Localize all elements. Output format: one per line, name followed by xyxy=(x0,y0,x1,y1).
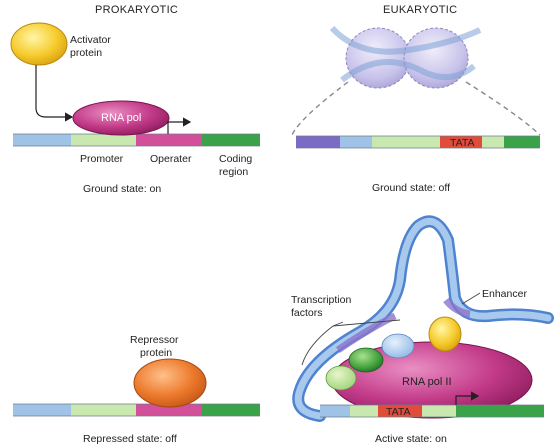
eukaryotic-dna-bottom xyxy=(320,404,544,418)
eukaryotic-dna-top xyxy=(296,135,540,149)
active-transcription-arrow xyxy=(455,391,480,405)
tf-label-line2: factors xyxy=(291,307,323,319)
enhancer-activator xyxy=(428,316,462,352)
rna-pol xyxy=(72,100,170,136)
tf-callout-line-lower xyxy=(301,321,344,366)
transcription-factor-blobs xyxy=(325,333,415,391)
prokaryotic-title: PROKARYOTIC xyxy=(95,4,178,16)
operator-label: Operater xyxy=(150,153,192,165)
repressor-label-line2: protein xyxy=(140,347,172,359)
rna-pol-ii-label: RNA pol II xyxy=(402,376,452,388)
active-state-caption: Active state: on xyxy=(375,433,447,445)
transcription-start-arrow xyxy=(167,117,192,134)
activator-label-line2: protein xyxy=(70,47,102,59)
coding-label-line2: region xyxy=(219,166,248,178)
prokaryotic-dna-bottom xyxy=(13,403,260,417)
activator-label-line1: Activator xyxy=(70,34,111,46)
prokaryotic-ground-state-caption: Ground state: on xyxy=(83,183,161,195)
activator-arrow xyxy=(35,65,74,122)
enhancer-label: Enhancer xyxy=(482,288,527,300)
unwind-line-right xyxy=(465,81,541,136)
tf-label-line1: Transcription xyxy=(291,294,351,306)
repressor-label-line1: Repressor xyxy=(130,334,179,346)
tf-callout-line-upper xyxy=(332,319,401,327)
rna-pol-label: RNA pol xyxy=(101,112,141,124)
coding-label-line1: Coding xyxy=(219,153,252,165)
enhancer-callout-line xyxy=(461,292,481,305)
eukaryotic-ground-state-caption: Ground state: off xyxy=(372,182,450,194)
promoter-label: Promoter xyxy=(80,153,124,165)
nucleosome xyxy=(329,25,482,89)
dna-loop xyxy=(292,215,554,422)
tata-box-label: TATA xyxy=(450,137,475,149)
prokaryotic-dna-top xyxy=(13,133,260,147)
repressed-state-caption: Repressed state: off xyxy=(83,433,177,445)
repressor-protein xyxy=(133,358,207,408)
activator-protein xyxy=(10,22,68,66)
tata-active-label: TATA xyxy=(386,406,411,418)
unwind-line-left xyxy=(291,81,349,136)
eukaryotic-title: EUKARYOTIC xyxy=(383,4,457,16)
